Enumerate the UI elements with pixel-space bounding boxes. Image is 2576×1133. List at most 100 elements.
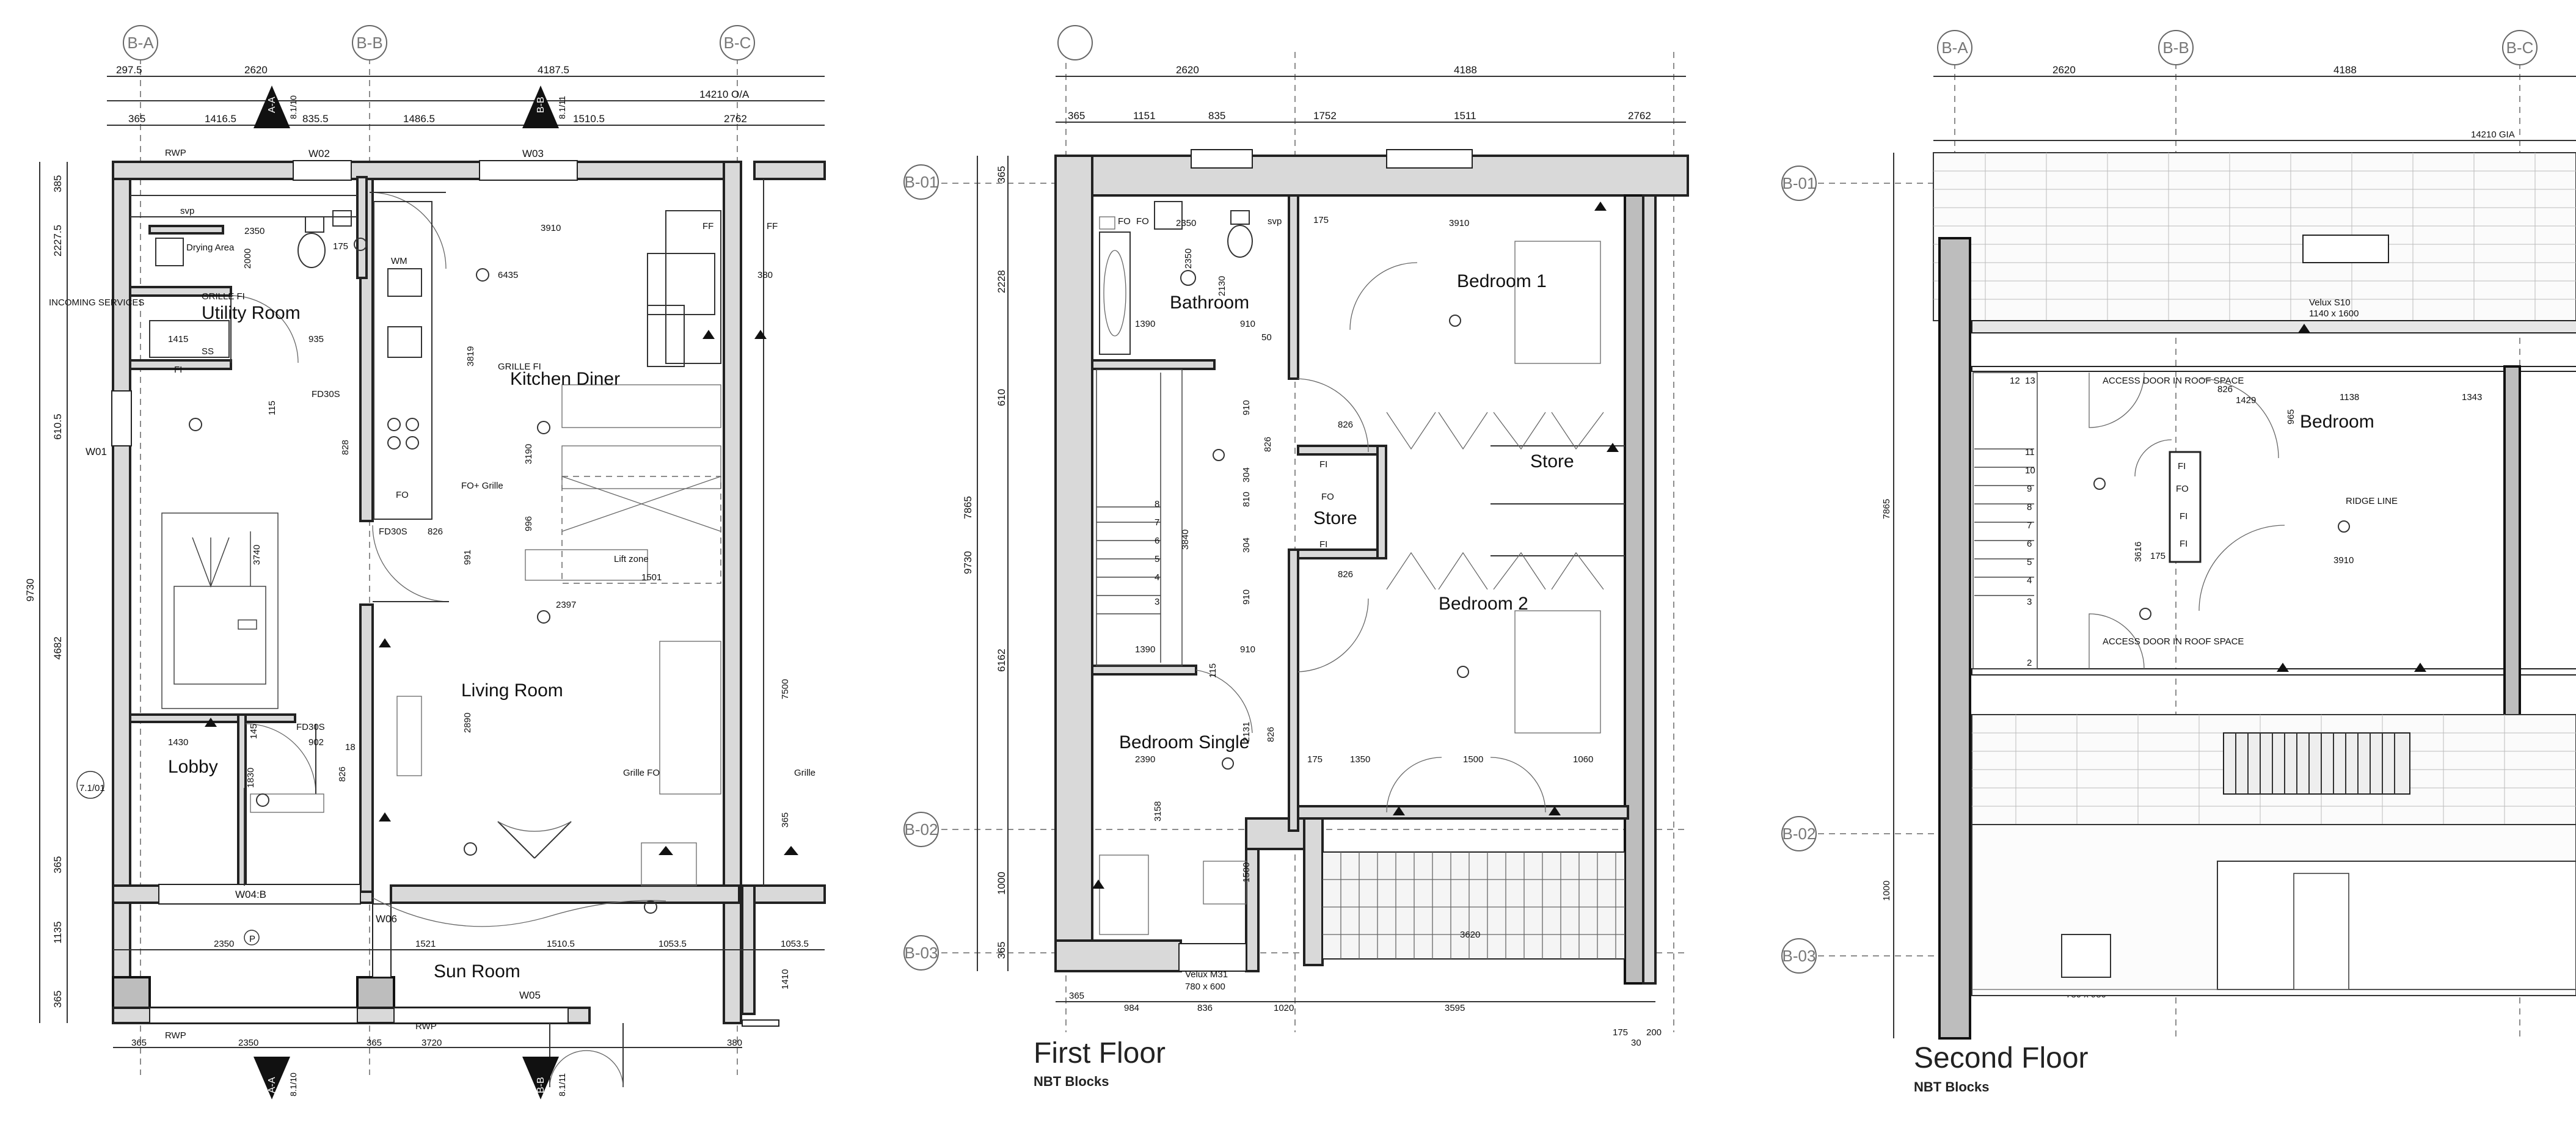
svg-text:902: 902	[308, 737, 324, 748]
svg-text:Grille FO: Grille FO	[623, 768, 660, 778]
svg-text:304: 304	[1241, 537, 1252, 553]
svg-text:FD30S: FD30S	[296, 722, 325, 732]
svg-text:3910: 3910	[2333, 555, 2354, 566]
svg-text:5: 5	[2027, 557, 2032, 567]
svg-text:WM: WM	[391, 256, 407, 266]
svg-text:2: 2	[2027, 658, 2032, 668]
svg-text:W01: W01	[86, 446, 107, 457]
svg-text:FI: FI	[174, 365, 182, 375]
section-marker-a-a-bottom[interactable]: A-A 8.1/10	[254, 1057, 298, 1099]
svg-text:1350: 1350	[1350, 754, 1370, 765]
svg-text:3616: 3616	[2133, 542, 2144, 562]
svg-text:3190: 3190	[524, 444, 534, 464]
svg-text:Drying Area: Drying Area	[186, 242, 235, 253]
svg-text:4: 4	[1155, 572, 1159, 583]
svg-text:FF: FF	[702, 221, 713, 231]
living-furniture	[250, 549, 721, 886]
svg-text:2762: 2762	[724, 113, 747, 125]
svg-text:1390: 1390	[1135, 644, 1155, 655]
svg-text:2000: 2000	[243, 249, 253, 269]
svg-text:FF: FF	[767, 221, 778, 231]
utility-fittings	[149, 210, 352, 358]
first-floor-subtitle: NBT Blocks	[1034, 1074, 1109, 1089]
svg-text:B-A: B-A	[127, 34, 154, 52]
section-marker-b-b-top[interactable]: B-B 8.1/11	[522, 86, 567, 128]
svg-text:8: 8	[2027, 502, 2032, 512]
svg-text:910: 910	[1241, 589, 1252, 605]
svg-text:Grille: Grille	[794, 768, 815, 778]
second-roof-hatch-top	[1933, 152, 2576, 321]
svg-text:1135: 1135	[52, 921, 64, 944]
svg-text:826: 826	[1338, 420, 1353, 430]
svg-text:6: 6	[2027, 539, 2032, 549]
svg-text:365: 365	[52, 991, 64, 1008]
svg-text:A-A: A-A	[267, 97, 277, 113]
svg-text:835.5: 835.5	[302, 113, 329, 125]
svg-text:826: 826	[1338, 569, 1353, 580]
second-top-dimensions: 2620 4188 14210 GIA	[1933, 64, 2576, 141]
grid-bubble-b-c: B-C	[720, 25, 755, 60]
svg-text:8.1/10: 8.1/10	[288, 95, 298, 119]
svg-text:7865: 7865	[1881, 499, 1892, 519]
svg-text:B-03: B-03	[905, 944, 938, 962]
svg-text:1486.5: 1486.5	[403, 113, 435, 125]
svg-text:365: 365	[996, 942, 1007, 959]
second-lower-roof	[1971, 824, 2576, 996]
svg-text:826: 826	[1266, 727, 1276, 742]
svg-text:1000: 1000	[996, 872, 1007, 895]
ground-windows: W02 W03 W01 W04:B W05 W06	[86, 148, 779, 1027]
svg-text:7: 7	[1155, 517, 1159, 528]
section-marker-a-a-top[interactable]: A-A 8.1/10	[254, 86, 298, 128]
first-room-labels: Bathroom Bedroom 1 Bedroom 2 Bedroom Sin…	[1119, 271, 1574, 752]
svg-text:1415: 1415	[168, 334, 188, 344]
svg-text:1429: 1429	[2236, 395, 2256, 406]
svg-text:780 x 600: 780 x 600	[1185, 982, 1225, 992]
svg-text:145: 145	[249, 724, 259, 739]
svg-text:SS: SS	[202, 346, 214, 357]
ground-bottom-dimensions: 2350 1521 1510.5 1053.5 1053.5 365 2350 …	[113, 939, 825, 1048]
svg-text:1410: 1410	[780, 969, 790, 989]
svg-text:7865: 7865	[962, 496, 974, 519]
svg-text:W03: W03	[522, 148, 544, 159]
svg-text:380: 380	[757, 270, 773, 280]
room-sun: Sun Room	[434, 961, 520, 982]
svg-text:1521: 1521	[415, 939, 436, 949]
first-balcony	[1178, 851, 1626, 972]
svg-text:B-02: B-02	[1782, 825, 1816, 843]
ground-room-labels: Utility Room Kitchen Diner Living Room L…	[168, 242, 620, 982]
svg-text:365: 365	[128, 113, 145, 125]
svg-text:910: 910	[1241, 400, 1252, 415]
ground-left-dimensions: 385 2227.5 610.5 9730 4682 365 1135 365	[24, 162, 68, 1023]
svg-text:115: 115	[267, 401, 277, 415]
svg-text:1138: 1138	[2340, 392, 2359, 403]
svg-text:175: 175	[1613, 1027, 1628, 1038]
svg-text:1511: 1511	[1454, 110, 1476, 122]
grid-bubble-b-01-second: B-01	[1781, 166, 1817, 201]
svg-text:996: 996	[524, 516, 534, 531]
svg-text:A-A: A-A	[267, 1077, 277, 1093]
svg-text:3158: 3158	[1153, 801, 1163, 822]
svg-text:9730: 9730	[24, 578, 36, 602]
svg-text:14210 GIA: 14210 GIA	[2471, 129, 2515, 140]
grid-bubble-b-02-first: B-02	[903, 812, 939, 847]
svg-text:4187.5: 4187.5	[538, 64, 569, 76]
ground-doors	[230, 192, 666, 1088]
svg-text:FO: FO	[396, 490, 409, 500]
svg-text:935: 935	[308, 334, 324, 344]
room-store-1: Store	[1313, 508, 1357, 528]
svg-text:910: 910	[1240, 319, 1255, 329]
svg-text:1416.5: 1416.5	[205, 113, 236, 125]
svg-text:FO: FO	[2176, 484, 2189, 494]
grid-bubble-b-01-first: B-01	[903, 164, 939, 200]
svg-text:1060: 1060	[1573, 754, 1593, 765]
svg-text:12: 12	[2010, 376, 2020, 386]
svg-text:B-03: B-03	[1782, 947, 1816, 965]
svg-text:50: 50	[1261, 332, 1272, 343]
svg-text:2620: 2620	[1176, 64, 1199, 76]
section-marker-b-b-bottom[interactable]: B-B 8.1/11	[522, 1057, 567, 1099]
svg-text:3910: 3910	[1449, 218, 1469, 228]
svg-text:B-B: B-B	[536, 97, 546, 113]
second-roof-hatch-bottom	[1971, 714, 2576, 825]
svg-text:ACCESS DOOR IN ROOF SPACE: ACCESS DOOR IN ROOF SPACE	[2103, 636, 2244, 647]
svg-text:1500: 1500	[1241, 862, 1252, 883]
